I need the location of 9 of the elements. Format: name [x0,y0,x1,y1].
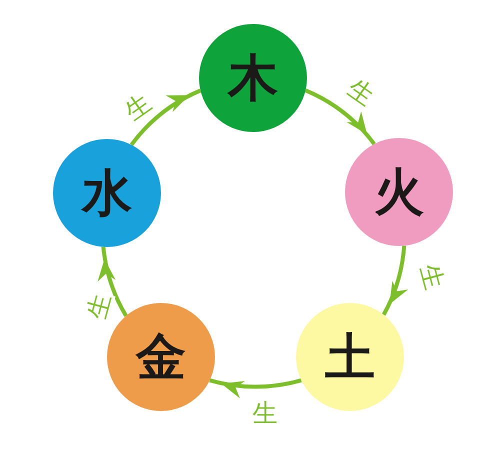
node-label: 土 [325,332,375,382]
node-label: 火 [374,167,424,217]
arrow [209,378,302,397]
arrow [100,246,128,317]
arrow [304,88,376,146]
node-label: 木 [228,53,278,103]
node-label: 水 [82,168,132,218]
arrow [382,246,407,316]
node-label: 金 [136,332,186,382]
